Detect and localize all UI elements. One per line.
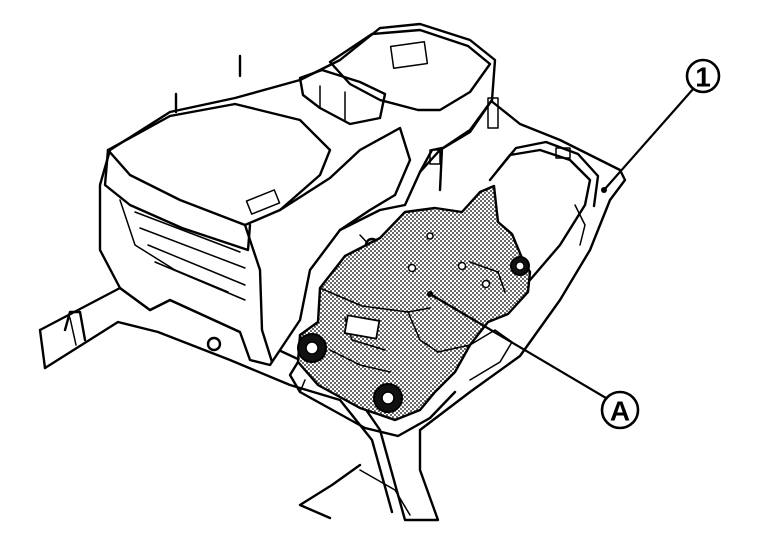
callout-1-label: 1: [695, 62, 711, 93]
upper-mechanism: [98, 22, 499, 367]
callout-a: A: [427, 291, 640, 430]
callout-1: 1: [601, 58, 721, 193]
bolt-left: [297, 333, 327, 363]
component-a: [288, 184, 532, 438]
bolt-bottom: [373, 383, 403, 413]
bolt-right: [510, 256, 530, 276]
callout-a-label: A: [610, 396, 630, 427]
